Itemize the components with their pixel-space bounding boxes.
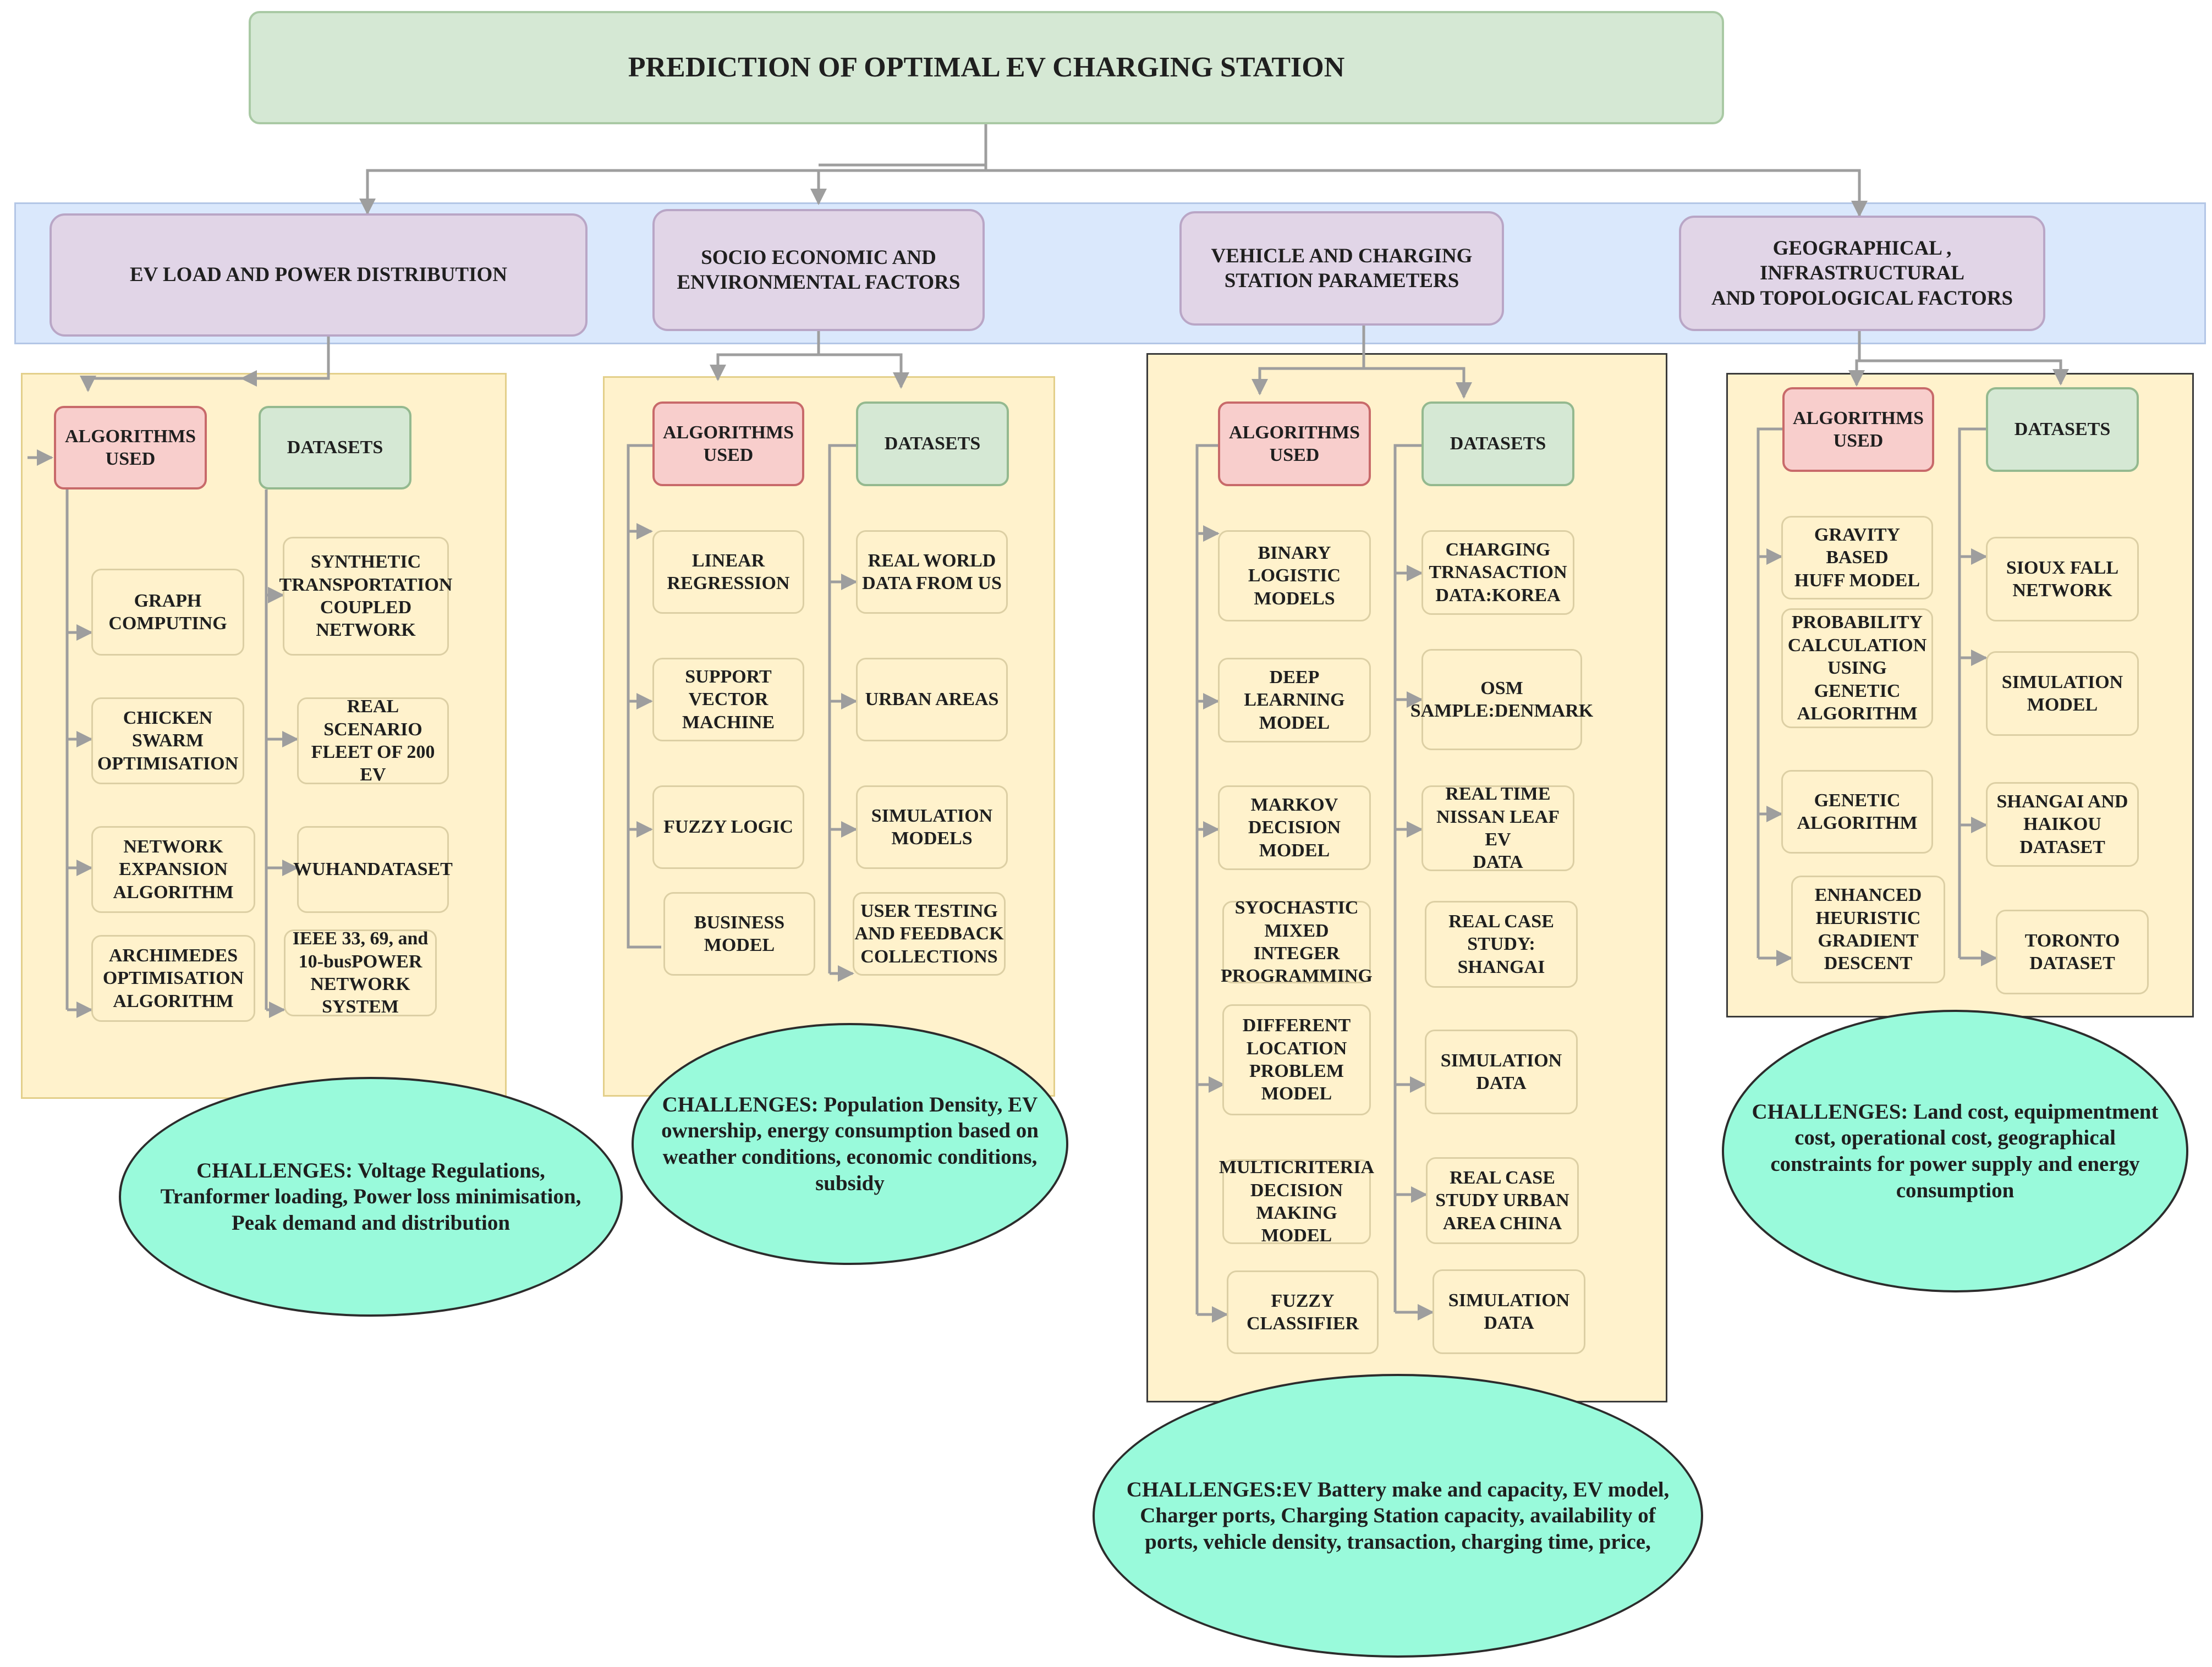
datasets-header: DATASETS bbox=[1421, 401, 1574, 486]
dataset-item: SHANGAI AND HAIKOU DATASET bbox=[1986, 782, 2139, 867]
algorithm-item: MULTICRITERIA DECISION MAKING MODEL bbox=[1218, 1157, 1375, 1246]
datasets-header: DATASETS bbox=[1986, 387, 2139, 472]
dataset-item: REAL WORLD DATA FROM US bbox=[856, 530, 1008, 614]
category-vehicle-charging-parameters: VEHICLE AND CHARGING STATION PARAMETERS bbox=[1179, 211, 1504, 326]
algorithm-item: SYOCHASTIC MIXED INTEGER PROGRAMMING bbox=[1221, 898, 1373, 987]
challenges-ellipse-ev-load: CHALLENGES: Voltage Regulations, Tranfor… bbox=[119, 1077, 623, 1317]
dataset-item: WUHANDATASET bbox=[293, 826, 453, 913]
dataset-item: SIMULATION MODEL bbox=[1986, 651, 2139, 736]
algorithm-item: PROBABILITY CALCULATION USING GENETIC AL… bbox=[1781, 608, 1933, 728]
dataset-item: CHARGING TRNASACTION DATA:KOREA bbox=[1421, 530, 1574, 615]
dataset-item: REAL SCENARIO FLEET OF 200 EV bbox=[297, 696, 449, 785]
dataset-item: IEEE 33, 69, and 10-busPOWER NETWORK SYS… bbox=[284, 928, 437, 1017]
algorithm-item: BUSINESS MODEL bbox=[663, 892, 815, 976]
algorithm-item: DIFFERENT LOCATION PROBLEM MODEL bbox=[1222, 1004, 1371, 1115]
dataset-item: OSM SAMPLE:DENMARK bbox=[1410, 649, 1593, 750]
challenges-ellipse-vehicle-charging: CHALLENGES:EV Battery make and capacity,… bbox=[1093, 1374, 1703, 1658]
dataset-item: REAL CASE STUDY: SHANGAI bbox=[1425, 901, 1578, 988]
algorithm-item: GRAPH COMPUTING bbox=[91, 569, 244, 656]
dataset-item: REAL CASE STUDY URBAN AREA CHINA bbox=[1426, 1157, 1579, 1244]
category-geographical-infrastructural: GEOGRAPHICAL , INFRASTRUCTURAL AND TOPOL… bbox=[1679, 216, 2045, 331]
algorithm-item: FUZZY CLASSIFIER bbox=[1227, 1270, 1379, 1354]
dataset-item: URBAN AREAS bbox=[856, 658, 1008, 741]
category-ev-load-power-distribution: EV LOAD AND POWER DISTRIBUTION bbox=[50, 213, 588, 337]
algorithm-item: GENETIC ALGORITHM bbox=[1781, 770, 1933, 854]
algorithm-item: BINARY LOGISTIC MODELS bbox=[1218, 530, 1371, 621]
dataset-item: USER TESTING AND FEEDBACK COLLECTIONS bbox=[853, 892, 1006, 976]
algorithm-item: FUZZY LOGIC bbox=[652, 785, 804, 869]
algorithm-item: LINEAR REGRESSION bbox=[652, 530, 804, 614]
algorithm-item: NETWORK EXPANSION ALGORITHM bbox=[91, 826, 255, 913]
algorithm-item: GRAVITY BASED HUFF MODEL bbox=[1781, 516, 1933, 599]
algorithms-used-header: ALGORITHMS USED bbox=[652, 401, 804, 486]
dataset-item: SIOUX FALL NETWORK bbox=[1986, 537, 2139, 621]
algorithm-item: MARKOV DECISION MODEL bbox=[1218, 785, 1371, 870]
diagram-title: PREDICTION OF OPTIMAL EV CHARGING STATIO… bbox=[249, 11, 1724, 124]
algorithm-item: CHICKEN SWARM OPTIMISATION bbox=[91, 697, 244, 784]
dataset-item: SIMULATION DATA bbox=[1425, 1030, 1578, 1114]
algorithms-used-header: ALGORITHMS USED bbox=[1782, 387, 1934, 472]
dataset-item: SIMULATION MODELS bbox=[856, 785, 1008, 869]
algorithm-item: ARCHIMEDES OPTIMISATION ALGORITHM bbox=[91, 935, 255, 1022]
challenges-ellipse-socio-economic: CHALLENGES: Population Density, EV owner… bbox=[632, 1023, 1068, 1265]
dataset-item: SIMULATION DATA bbox=[1432, 1269, 1585, 1354]
dataset-item: TORONTO DATASET bbox=[1996, 910, 2149, 994]
category-socio-economic-environmental: SOCIO ECONOMIC AND ENVIRONMENTAL FACTORS bbox=[652, 209, 985, 331]
algorithms-used-header: ALGORITHMS USED bbox=[1218, 401, 1371, 486]
algorithm-item: SUPPORT VECTOR MACHINE bbox=[652, 658, 804, 741]
algorithm-item: ENHANCED HEURISTIC GRADIENT DESCENT bbox=[1791, 876, 1945, 983]
datasets-header: DATASETS bbox=[259, 406, 411, 489]
challenges-ellipse-geographical: CHALLENGES: Land cost, equipmentment cos… bbox=[1722, 1010, 2188, 1292]
datasets-header: DATASETS bbox=[856, 401, 1009, 486]
algorithms-used-header: ALGORITHMS USED bbox=[54, 406, 207, 489]
dataset-item: REAL TIME NISSAN LEAF EV DATA bbox=[1421, 784, 1574, 872]
dataset-item: SYNTHETIC TRANSPORTATION COUPLED NETWORK bbox=[279, 537, 452, 656]
algorithm-item: DEEP LEARNING MODEL bbox=[1218, 658, 1371, 742]
